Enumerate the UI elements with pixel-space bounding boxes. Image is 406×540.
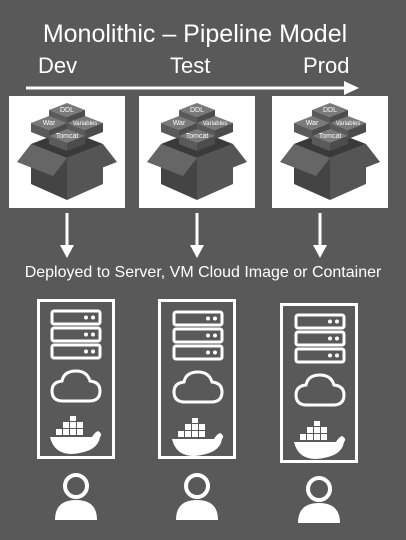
package-label-ddl: DDL (190, 107, 204, 114)
cloud-icon (50, 369, 102, 403)
user-icon (298, 476, 340, 523)
package-label-variables: Variables (73, 121, 98, 127)
server-rack-icon (50, 309, 102, 360)
stage-label-prod: Prod (303, 53, 350, 78)
page-title: Monolithic – Pipeline Model (42, 20, 348, 48)
package-label-tomcat: Tomcat (319, 133, 342, 140)
package-label-tomcat: Tomcat (56, 133, 79, 140)
package-label-variables: Variables (203, 121, 228, 127)
package-label-variables: Variables (336, 121, 361, 127)
environment-frame-prod (280, 303, 358, 463)
package-label-ddl: DDL (323, 107, 337, 114)
environment-frame-test (158, 299, 236, 459)
deploy-arrow-prod-icon (313, 213, 327, 258)
cloud-icon (172, 370, 224, 404)
stage-label-dev: Dev (38, 53, 78, 78)
package-label-ddl: DDL (60, 107, 74, 114)
stage-label-test: Test (170, 53, 211, 78)
server-rack-icon (172, 310, 224, 361)
package-label-tomcat: Tomcat (186, 133, 209, 140)
package-box-icon: DDL War Variables Tomcat (147, 103, 247, 200)
package-box-dev: DDL War Variables Tomcat (9, 96, 125, 208)
deploy-caption: Deployed to Server, VM Cloud Image or Co… (24, 264, 382, 281)
user-icon (176, 473, 218, 520)
package-box-prod: DDL War Variables Tomcat (272, 96, 388, 208)
package-label-war: War (43, 120, 56, 127)
pipeline-arrow-icon (26, 81, 359, 95)
package-label-war: War (306, 120, 319, 127)
package-label-war: War (173, 120, 186, 127)
server-rack-icon (294, 313, 346, 364)
deploy-arrow-dev-icon (60, 213, 74, 258)
package-box-icon: DDL War Variables Tomcat (17, 103, 117, 200)
environment-frame-dev (37, 299, 115, 459)
docker-whale-icon (294, 421, 346, 459)
cloud-icon (294, 373, 346, 407)
package-box-test: DDL War Variables Tomcat (139, 96, 255, 208)
user-icon (55, 473, 97, 520)
docker-whale-icon (172, 418, 224, 456)
docker-whale-icon (50, 416, 102, 454)
deploy-arrow-test-icon (190, 213, 204, 258)
package-box-icon: DDL War Variables Tomcat (280, 103, 380, 200)
